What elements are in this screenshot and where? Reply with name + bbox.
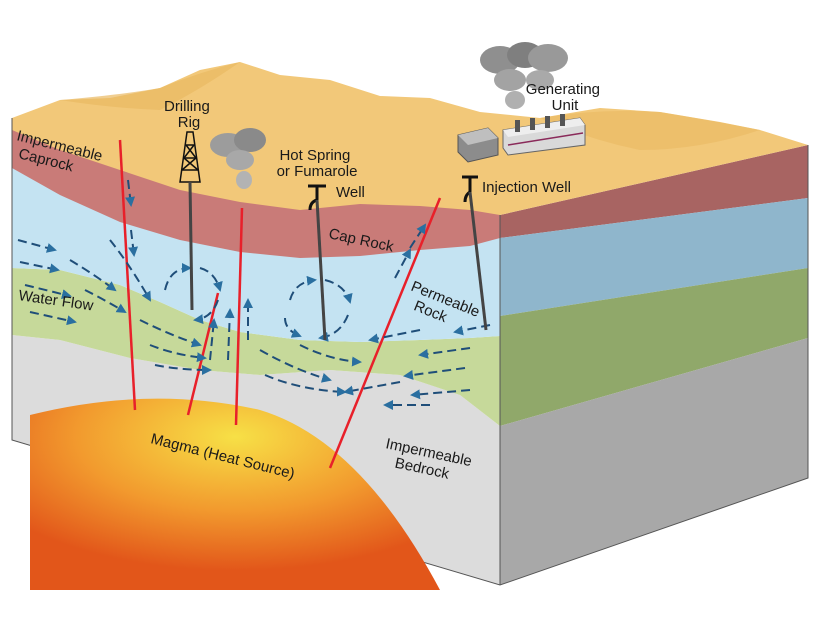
smoke-plume-icon bbox=[480, 42, 568, 109]
top-surface bbox=[12, 62, 808, 215]
flow-arrow bbox=[19, 261, 60, 274]
side-caprock bbox=[500, 145, 808, 238]
flow-arrow bbox=[17, 239, 57, 253]
flow-arrow bbox=[154, 364, 212, 375]
flow-arrow bbox=[109, 239, 151, 302]
drilling-rig-label: Drilling Rig bbox=[164, 98, 214, 131]
flow-arrow bbox=[284, 317, 302, 338]
injection-well-label: Injection Well bbox=[482, 179, 571, 196]
flow-arrow bbox=[125, 179, 136, 207]
top-surface-shading-2 bbox=[540, 110, 760, 150]
flow-arrows bbox=[17, 179, 491, 410]
flow-arrow bbox=[343, 381, 401, 396]
flow-arrow bbox=[318, 314, 349, 342]
generating-unit-label: Generating Unit bbox=[526, 81, 604, 114]
flow-arrow bbox=[208, 318, 219, 361]
magma-chamber bbox=[30, 398, 440, 590]
flow-arrow bbox=[403, 367, 466, 380]
fault-line bbox=[328, 197, 442, 469]
flow-arrow bbox=[69, 259, 117, 292]
production-pipe bbox=[315, 199, 327, 341]
flow-arrow bbox=[24, 284, 72, 299]
front-permeable bbox=[12, 268, 500, 426]
flow-arrow bbox=[193, 299, 219, 325]
wells bbox=[179, 131, 488, 341]
flow-arrow bbox=[264, 374, 347, 397]
side-face bbox=[500, 145, 808, 585]
hot-spring-label: Hot Spring or Fumarole bbox=[277, 147, 358, 180]
steam-plume-icon bbox=[210, 128, 266, 189]
flow-arrow bbox=[224, 308, 235, 361]
flow-arrow bbox=[324, 279, 353, 304]
flow-arrow bbox=[299, 344, 362, 367]
flow-arrow bbox=[199, 267, 223, 292]
flow-arrow bbox=[139, 319, 202, 348]
flow-arrow bbox=[128, 229, 139, 257]
drilling-rig-icon bbox=[179, 131, 201, 183]
side-bedrock bbox=[500, 338, 808, 585]
generating-unit-icon bbox=[457, 114, 586, 163]
fault-line bbox=[234, 207, 244, 426]
flow-arrow bbox=[410, 389, 471, 400]
drill-pipe bbox=[188, 181, 194, 311]
flow-arrow bbox=[259, 349, 332, 383]
flow-arrow bbox=[394, 248, 411, 279]
flow-arrow bbox=[84, 289, 127, 314]
flow-arrow bbox=[164, 263, 192, 291]
injection-pipe bbox=[468, 191, 488, 331]
flow-arrow bbox=[289, 275, 317, 301]
flow-arrow bbox=[409, 223, 427, 249]
flow-arrow bbox=[418, 347, 471, 359]
well-label: Well bbox=[336, 184, 365, 201]
top-surface-shading bbox=[60, 62, 240, 110]
flow-arrow bbox=[29, 311, 77, 326]
fault-line bbox=[118, 139, 137, 411]
side-reservoir bbox=[500, 198, 808, 316]
flow-arrow bbox=[368, 329, 421, 344]
flow-arrow bbox=[149, 344, 207, 363]
side-permeable bbox=[500, 268, 808, 426]
block-outline bbox=[11, 118, 809, 586]
